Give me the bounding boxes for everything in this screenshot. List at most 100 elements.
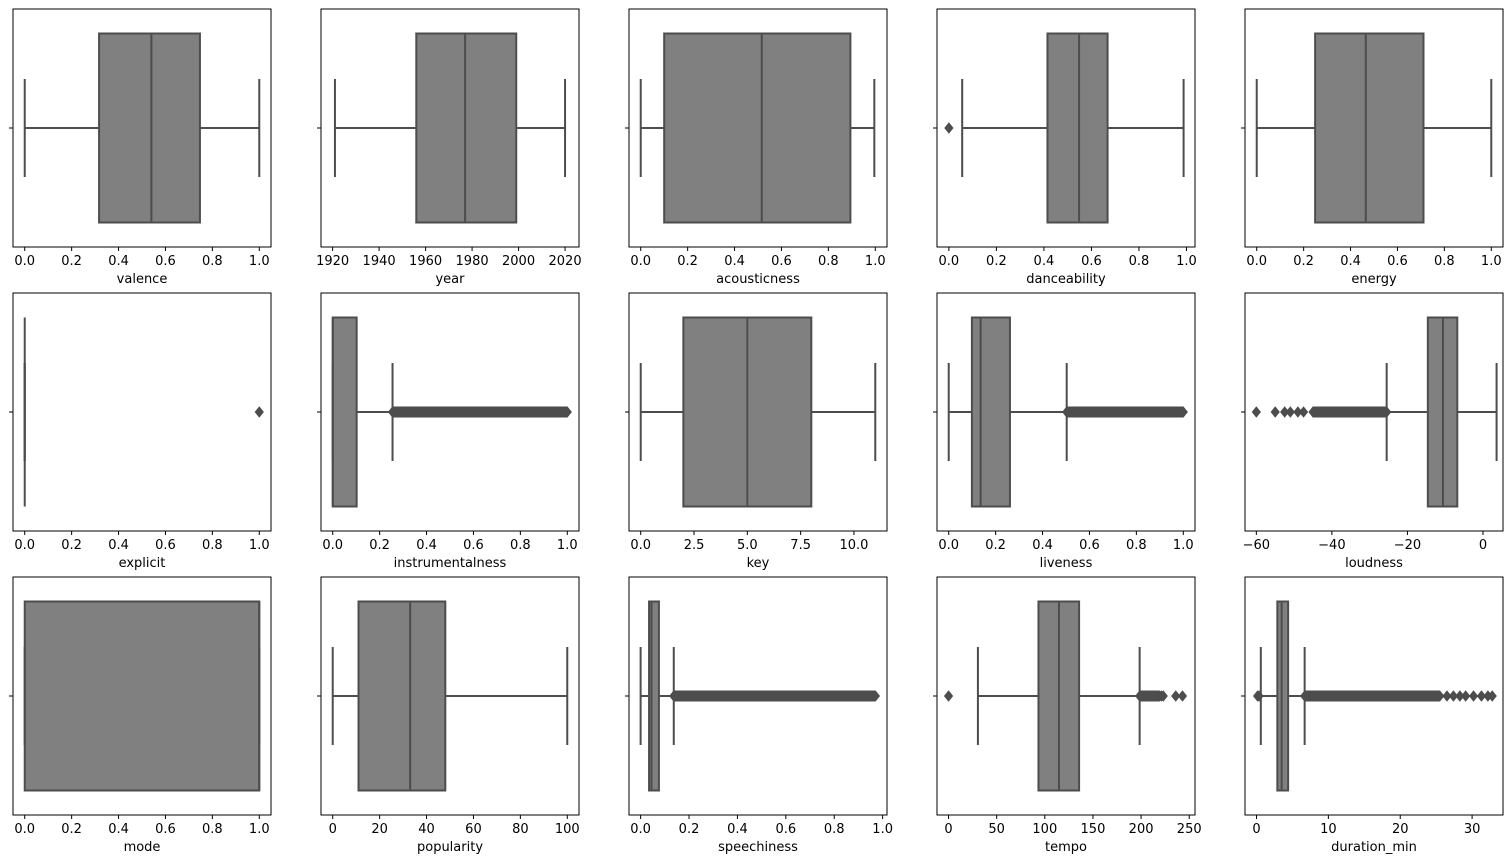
x-tick-label: 0.4 (108, 254, 129, 269)
outlier-point (1487, 690, 1497, 702)
x-axis-label: valence (117, 272, 168, 287)
x-tick-label: 0 (1252, 822, 1260, 837)
x-tick-label: 0.8 (202, 538, 223, 553)
x-tick-label: 1920 (316, 254, 349, 269)
x-tick-label: 50 (988, 822, 1005, 837)
x-tick-label: 0.0 (938, 538, 959, 553)
x-tick-label: 20 (371, 822, 388, 837)
x-tick-label: 60 (465, 822, 482, 837)
x-axis-label: danceability (1026, 272, 1106, 287)
x-tick-label: 0.4 (727, 822, 748, 837)
x-axis-label: energy (1351, 272, 1397, 287)
x-tick-label: 1.0 (249, 254, 270, 269)
x-tick-label: 10.0 (839, 538, 868, 553)
x-axis-label: loudness (1345, 556, 1403, 571)
x-tick-label: 1.0 (249, 822, 270, 837)
x-tick-label: 0.0 (630, 822, 651, 837)
outlier-point (1254, 690, 1264, 702)
x-tick-label: 0.4 (416, 538, 437, 553)
outlier-band (1062, 406, 1188, 418)
x-axis-label: instrumentalness (394, 556, 507, 571)
x-tick-label: 0.8 (510, 538, 531, 553)
x-tick-label: 1.0 (865, 254, 886, 269)
iqr-box (1314, 32, 1425, 224)
x-tick-label: 0.2 (369, 538, 390, 553)
x-tick-label: 0.6 (463, 538, 484, 553)
outlier-point (1285, 406, 1295, 418)
x-tick-label: 5.0 (737, 538, 758, 553)
iqr-box (331, 316, 358, 508)
x-tick-label: 1.0 (872, 822, 893, 837)
x-axis-label: acousticness (716, 272, 800, 287)
x-tick-label: 0.0 (14, 254, 35, 269)
subplot-instrumentalness: 0.0 0.2 0.4 0.6 0.8 1.0 instrumentalness (317, 292, 580, 571)
outlier-point (1468, 690, 1479, 702)
outlier-point (254, 406, 264, 418)
x-tick-label: 80 (512, 822, 529, 837)
x-tick-label: 0.4 (1034, 254, 1055, 269)
outlier-point (1298, 406, 1309, 418)
outlier-point (1270, 406, 1280, 418)
x-tick-label: 0.8 (824, 822, 845, 837)
x-tick-label: 100 (555, 822, 580, 837)
x-tick-label: 200 (1129, 822, 1154, 837)
x-tick-label: 100 (1032, 822, 1057, 837)
x-tick-label: 0.0 (630, 254, 651, 269)
x-tick-label: 7.5 (790, 538, 811, 553)
x-axis-label: year (435, 272, 465, 287)
x-tick-label: 0.0 (939, 254, 960, 269)
iqr-box (1046, 32, 1109, 224)
x-tick-label: 0.8 (1126, 538, 1147, 553)
x-tick-label: 0.4 (108, 822, 129, 837)
x-tick-label: 250 (1177, 822, 1202, 837)
x-tick-label: −60 (1243, 538, 1270, 553)
x-tick-label: 0.8 (818, 254, 839, 269)
x-tick-label: 0.0 (14, 538, 35, 553)
x-axis-label: explicit (119, 556, 166, 571)
x-axis-label: duration_min (1331, 840, 1417, 855)
x-tick-label: 0.2 (61, 822, 82, 837)
x-tick-label: 40 (418, 822, 435, 837)
outlier-band (669, 690, 881, 702)
x-tick-label: 0.4 (108, 538, 129, 553)
x-tick-label: 0.2 (986, 254, 1007, 269)
x-tick-label: 0.0 (14, 822, 35, 837)
x-tick-label: 0.2 (985, 538, 1006, 553)
x-tick-label: 0.0 (630, 538, 651, 553)
outlier-point (943, 690, 954, 702)
x-tick-label: 2.5 (684, 538, 705, 553)
x-axis-label: speechiness (718, 840, 798, 855)
x-tick-label: 0.8 (202, 254, 223, 269)
x-tick-label: 2000 (502, 254, 535, 269)
x-tick-label: 10 (1320, 822, 1337, 837)
x-tick-label: 1.0 (1176, 254, 1197, 269)
x-tick-label: 0.6 (1081, 254, 1102, 269)
iqr-box (98, 32, 201, 224)
x-tick-label: 1960 (409, 254, 442, 269)
x-tick-label: 1.0 (1481, 254, 1502, 269)
x-tick-label: −40 (1318, 538, 1345, 553)
x-tick-label: 0.8 (1434, 254, 1455, 269)
x-tick-label: 1.0 (557, 538, 578, 553)
x-tick-label: 0.6 (771, 254, 792, 269)
iqr-box (648, 600, 660, 792)
x-tick-label: 0.4 (1032, 538, 1053, 553)
x-tick-label: 1.0 (249, 538, 270, 553)
outlier-point (1177, 690, 1188, 702)
outlier-point (1158, 690, 1168, 702)
x-tick-label: 0.0 (322, 538, 343, 553)
x-tick-label: 0.6 (1079, 538, 1100, 553)
outlier-band (387, 406, 572, 418)
outlier-band (1300, 690, 1445, 702)
x-axis-label: tempo (1045, 840, 1087, 855)
